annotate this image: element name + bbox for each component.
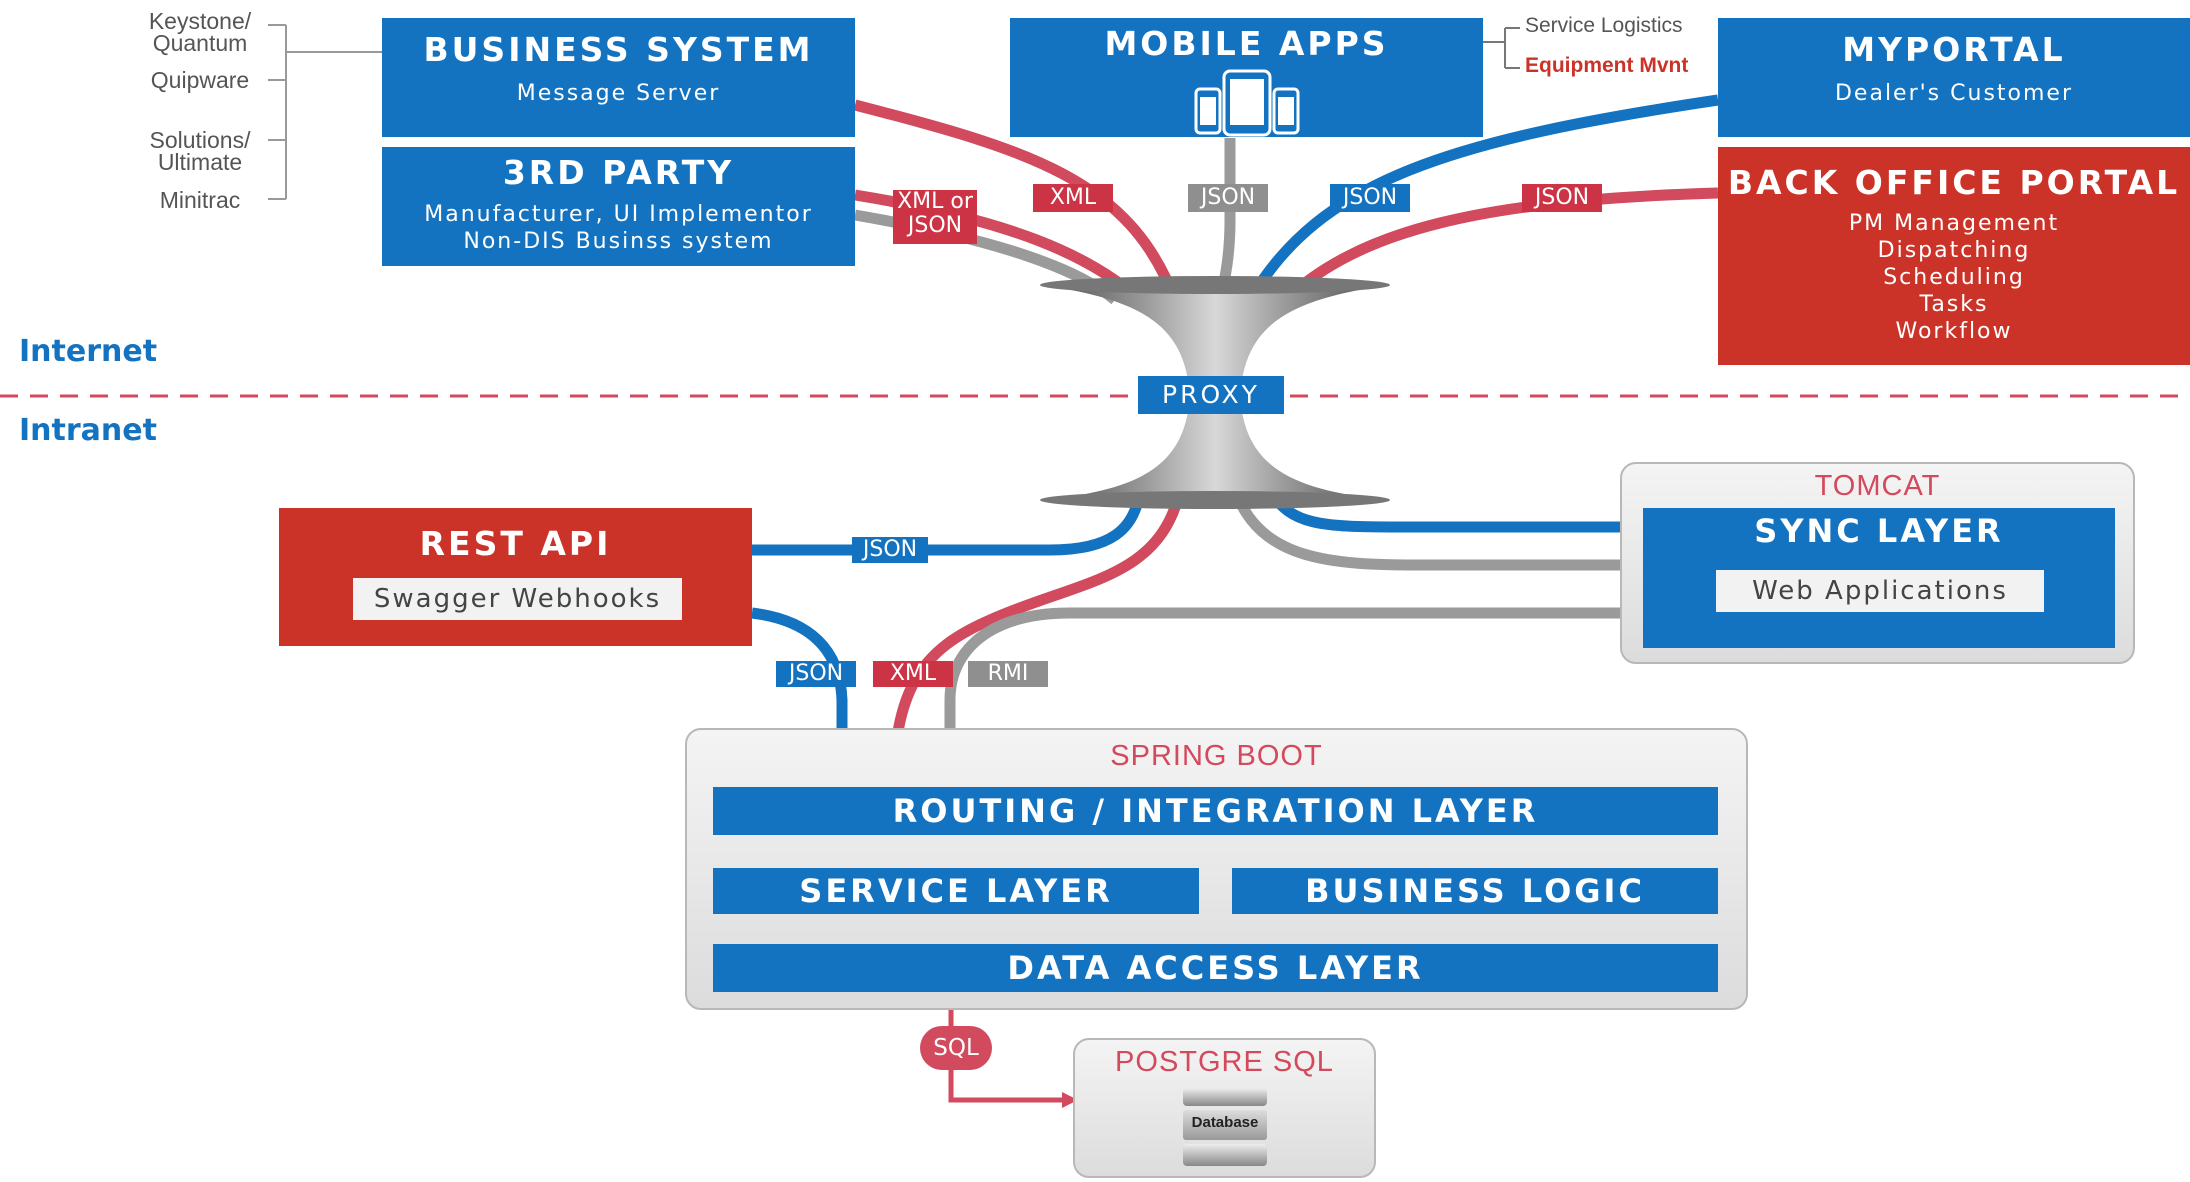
mobile-link-service-logistics: Service Logistics — [1525, 14, 1683, 37]
tag-json-lower: JSON — [776, 661, 856, 687]
source-solutions: Solutions/ Ultimate — [149, 127, 251, 175]
myportal-box: MYPORTAL Dealer's Customer — [1718, 18, 2190, 137]
source-quipware: Quipware — [150, 67, 250, 93]
back-office-portal-box: BACK OFFICE PORTAL PM Management Dispatc… — [1718, 147, 2190, 365]
tag-json-backoffice: JSON — [1522, 184, 1602, 212]
service-layer: SERVICE LAYER — [713, 868, 1199, 914]
line-routing-json — [751, 607, 848, 790]
business-system-subtitle: Message Server — [516, 81, 721, 106]
mobile-link-equipment-mvnt: Equipment Mvnt — [1525, 54, 1689, 77]
business-system-box: BUSINESS SYSTEM Message Server — [382, 18, 855, 137]
myportal-subtitle: Dealer's Customer — [1834, 81, 2073, 106]
tag-sql: SQL — [920, 1026, 992, 1070]
business-logic-layer: BUSINESS LOGIC — [1232, 868, 1718, 914]
tag-xml-lower: XML — [873, 661, 953, 687]
third-party-box: 3RD PARTY Manufacturer, UI Implementor N… — [382, 147, 855, 266]
database-label: Database — [1191, 1114, 1259, 1131]
back-office-item-scheduling: Scheduling — [1883, 265, 2025, 290]
database-icon: Database — [1183, 1088, 1267, 1168]
source-bracket — [268, 24, 382, 200]
rest-api-title: REST API — [419, 524, 612, 563]
tag-xml-top: XML — [1033, 184, 1113, 212]
line-mobile-json — [1214, 138, 1236, 302]
line-sync-gray — [1229, 488, 1645, 571]
line-myportal-json — [1245, 94, 1719, 303]
tag-json-mobile: JSON — [1188, 184, 1268, 212]
back-office-item-workflow: Workflow — [1895, 319, 2013, 344]
tomcat-title: TOMCAT — [1814, 470, 1941, 502]
third-party-title: 3RD PARTY — [502, 153, 735, 192]
source-keystone: Keystone/ Quantum — [148, 8, 252, 56]
zone-intranet-label: Intranet — [19, 413, 157, 448]
third-party-line2: Non-DIS Businss system — [463, 229, 774, 254]
mobile-links-bracket — [1483, 27, 1520, 69]
business-system-title: BUSINESS SYSTEM — [423, 30, 814, 69]
third-party-line1: Manufacturer, UI Implementor — [424, 202, 813, 227]
mobile-apps-title: MOBILE APPS — [1104, 24, 1389, 63]
line-backoffice-json — [1281, 187, 1719, 305]
back-office-item-dispatching: Dispatching — [1877, 238, 2031, 263]
mobile-apps-box: MOBILE APPS — [1010, 18, 1483, 137]
line-business-xml — [853, 99, 1181, 302]
zone-internet-label: Internet — [19, 334, 158, 369]
back-office-item-tasks: Tasks — [1919, 292, 1989, 317]
sync-layer-title: SYNC LAYER — [1754, 512, 2004, 550]
rest-api-box: REST API — [279, 508, 752, 646]
data-access-layer: DATA ACCESS LAYER — [713, 944, 1718, 992]
back-office-item-pm: PM Management — [1848, 211, 2060, 236]
line-routing-xml — [887, 488, 1186, 791]
tag-json-myportal: JSON — [1330, 184, 1410, 212]
proxy-label: PROXY — [1138, 376, 1284, 414]
devices-icon — [1194, 69, 1299, 137]
tag-json-rest: JSON — [852, 537, 928, 563]
web-applications-button[interactable]: Web Applications — [1716, 570, 2044, 612]
back-office-title: BACK OFFICE PORTAL — [1727, 163, 2181, 202]
line-routing-rmi — [944, 607, 1645, 790]
spring-boot-title: SPRING BOOT — [1110, 740, 1323, 772]
swagger-webhooks-button[interactable]: Swagger Webhooks — [353, 578, 682, 620]
tag-xml-or-json: XML or JSON — [893, 190, 977, 244]
tag-rmi-lower: RMI — [968, 661, 1048, 687]
postgre-title: POSTGRE SQL — [1115, 1046, 1334, 1078]
routing-integration-layer: ROUTING / INTEGRATION LAYER — [713, 787, 1718, 835]
myportal-title: MYPORTAL — [1842, 30, 2066, 69]
source-minitrac: Minitrac — [159, 187, 241, 213]
